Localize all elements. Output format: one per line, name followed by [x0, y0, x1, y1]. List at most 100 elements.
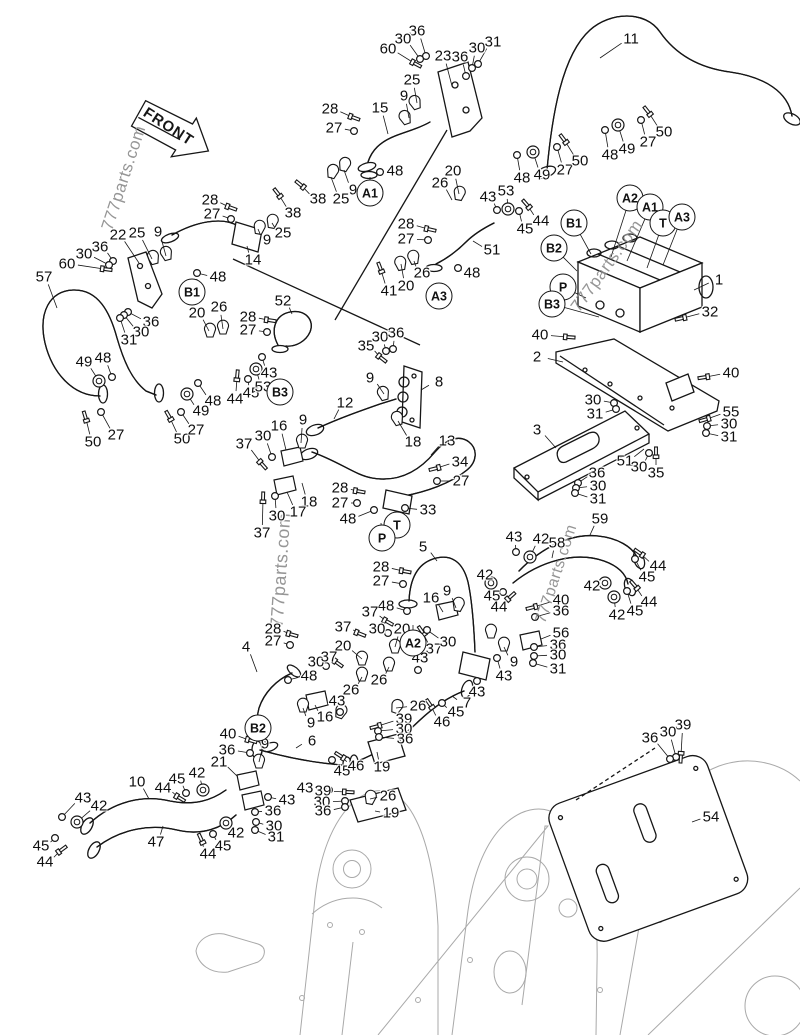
part-number-callout: 44 — [490, 598, 508, 616]
part-number-callout: 48 — [94, 349, 112, 367]
part-number-callout: 43 — [328, 692, 346, 710]
valve-block — [576, 233, 714, 333]
part-number-callout: 42 — [90, 797, 108, 815]
part-number-callout: 36 — [552, 602, 570, 620]
part-number-callout: 33 — [419, 501, 437, 519]
part-number-callout: 59 — [591, 510, 609, 528]
part-number-callout: 60 — [379, 40, 397, 58]
part-number-callout: 30 — [254, 427, 272, 445]
part-number-callout: 27 — [372, 572, 390, 590]
part-number-callout: 36 — [588, 464, 606, 482]
part-number-callout: 9 — [442, 582, 452, 600]
part-number-callout: 37 — [334, 618, 352, 636]
part-number-callout: 31 — [589, 490, 607, 508]
part-number-callout: 27 — [556, 161, 574, 179]
part-number-callout: 50 — [84, 433, 102, 451]
part-number-callout: 30 — [630, 458, 648, 476]
part-number-callout: 45 — [516, 220, 534, 238]
part-number-callout: 36 — [408, 22, 426, 40]
part-number-callout: 31 — [120, 331, 138, 349]
part-number-callout: 14 — [244, 251, 262, 269]
pipe-12 — [305, 398, 397, 437]
part-number-callout: 18 — [300, 493, 318, 511]
part-number-callout: 50 — [655, 123, 673, 141]
part-number-callout: 44 — [649, 557, 667, 575]
part-number-callout: 37 — [320, 648, 338, 666]
port-balloon-b2: B2 — [244, 714, 272, 742]
part-number-callout: 45 — [447, 703, 465, 721]
part-number-callout: 42 — [583, 577, 601, 595]
part-number-callout: 30 — [132, 323, 150, 341]
part-number-callout: 31 — [267, 828, 285, 846]
part-number-callout: 49 — [533, 166, 551, 184]
part-number-callout: 55 — [722, 403, 740, 421]
port-balloon-b2: B2 — [540, 234, 568, 262]
port-balloon-b3: B3 — [266, 378, 294, 406]
mounting-plate-2 — [555, 338, 720, 432]
part-number-callout: 31 — [549, 660, 567, 678]
part-number-callout: 43 — [278, 791, 296, 809]
part-number-callout: 48 — [601, 146, 619, 164]
port-balloon-a1: A1 — [356, 179, 384, 207]
part-number-callout: 44 — [199, 845, 217, 863]
part-number-callout: 30 — [75, 245, 93, 263]
part-number-callout: 25 — [274, 224, 292, 242]
part-number-callout: 20 — [188, 304, 206, 322]
part-number-callout: 7 — [462, 694, 472, 712]
part-number-callout: 19 — [373, 758, 391, 776]
part-number-callout: 27 — [239, 321, 257, 339]
part-number-callout: 25 — [332, 190, 350, 208]
part-number-callout: 42 — [227, 824, 245, 842]
pipe-14 — [127, 212, 421, 346]
part-number-callout: 36 — [641, 729, 659, 747]
part-number-callout: 49 — [618, 140, 636, 158]
part-number-callout: 3 — [532, 421, 542, 439]
part-number-callout: 42 — [476, 566, 494, 584]
part-number-callout: 43 — [296, 779, 314, 797]
part-number-callout: 44 — [226, 390, 244, 408]
part-number-callout: 28 — [331, 479, 349, 497]
part-number-callout: 42 — [188, 764, 206, 782]
part-number-callout: 22 — [109, 226, 127, 244]
part-number-callout: 27 — [187, 421, 205, 439]
part-number-callout: 30 — [313, 793, 331, 811]
part-number-callout: 38 — [309, 190, 327, 208]
part-number-callout: 36 — [387, 324, 405, 342]
part-number-callout: 48 — [463, 264, 481, 282]
part-number-callout: 45 — [483, 587, 501, 605]
port-balloon-b1: B1 — [560, 209, 588, 237]
part-number-callout: 26 — [210, 298, 228, 316]
part-number-callout: 31 — [720, 428, 738, 446]
part-number-callout: 16 — [316, 708, 334, 726]
part-number-callout: 5 — [418, 538, 428, 556]
part-number-callout: 26 — [431, 174, 449, 192]
part-number-callout: 42 — [532, 530, 550, 548]
part-number-callout: 21 — [210, 753, 228, 771]
part-number-callout: 32 — [701, 303, 719, 321]
part-number-callout: 27 — [639, 133, 657, 151]
part-number-callout: 40 — [722, 364, 740, 382]
part-number-callout: 27 — [107, 426, 125, 444]
part-number-callout: 1 — [714, 271, 724, 289]
part-number-callout: 37 — [235, 435, 253, 453]
part-number-callout: 36 — [218, 741, 236, 759]
part-number-callout: 30 — [371, 328, 389, 346]
part-number-callout: 37 — [425, 640, 443, 658]
part-number-callout: 20 — [334, 637, 352, 655]
part-number-callout: 36 — [451, 48, 469, 66]
port-balloon-a3: A3 — [668, 203, 696, 231]
part-number-callout: 17 — [289, 503, 307, 521]
port-balloon-p: P — [368, 524, 396, 552]
part-number-callout: 8 — [434, 373, 444, 391]
part-number-callout: 26 — [342, 681, 360, 699]
pipe-52 — [203, 310, 312, 354]
part-number-callout: 60 — [58, 255, 76, 273]
part-number-callout: 48 — [339, 510, 357, 528]
bracket-3 — [512, 410, 651, 502]
part-number-callout: 11 — [623, 30, 639, 48]
part-number-callout: 9 — [306, 714, 316, 732]
part-number-callout: 48 — [204, 392, 222, 410]
part-number-callout: 30 — [307, 653, 325, 671]
